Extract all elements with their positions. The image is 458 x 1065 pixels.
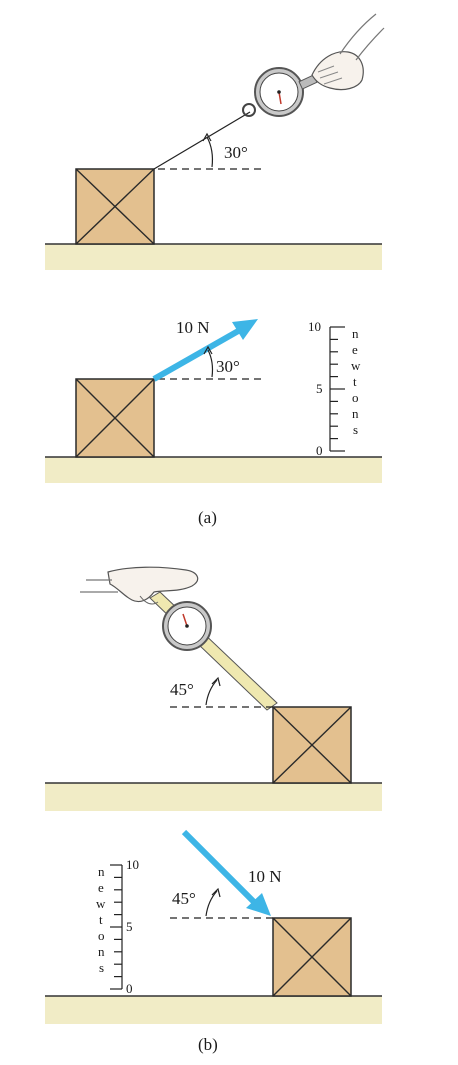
angle-arrow-b1	[211, 676, 221, 687]
force-vector-b	[181, 829, 258, 906]
hand-icon-b	[80, 566, 199, 605]
angle-arc-a1	[206, 136, 214, 168]
angle-arrow-b2	[211, 887, 221, 898]
spring-scale-icon-b	[162, 601, 212, 651]
force-arrowhead-a	[232, 319, 258, 340]
scale-b-letter: n	[98, 944, 105, 959]
scale-a-letter: w	[351, 358, 361, 373]
scale-a-letter: n	[352, 406, 359, 421]
crate-a2	[75, 378, 155, 458]
ground-b1	[45, 783, 382, 811]
scale-b-letter: t	[99, 912, 103, 927]
ground-b2	[45, 996, 382, 1024]
angle-label-a2: 30°	[216, 357, 240, 376]
scale-a-letter: t	[353, 374, 357, 389]
scale-a-label-0: 0	[316, 443, 323, 458]
scale-b-letter: n	[98, 864, 105, 879]
ground-a2	[45, 457, 382, 483]
panel-b-setup: 45°	[45, 566, 382, 811]
pull-string-a	[153, 111, 251, 170]
caption-a: (a)	[198, 508, 217, 527]
angle-arrow-a2	[203, 345, 213, 355]
scale-b-letter: o	[98, 928, 105, 943]
force-label-a: 10 N	[176, 318, 210, 337]
force-label-b: 10 N	[248, 867, 282, 886]
scale-a-letter: n	[352, 326, 359, 341]
angle-label-a1: 30°	[224, 143, 248, 162]
panel-a-setup: 30°	[45, 13, 385, 270]
caption-b: (b)	[198, 1035, 218, 1054]
spring-scale-icon-a	[242, 67, 318, 117]
angle-arc-a2	[207, 349, 214, 378]
scale-b-label-10: 10	[126, 857, 139, 872]
scale-b-letter: w	[96, 896, 106, 911]
scale-b-letter: s	[99, 960, 104, 975]
scale-a-letter: o	[352, 390, 359, 405]
scale-a-letter: e	[352, 342, 358, 357]
angle-label-b2: 45°	[172, 889, 196, 908]
angle-arc-b1	[205, 679, 218, 706]
crate-b1	[272, 706, 352, 784]
angle-arc-b2	[205, 890, 218, 917]
hand-icon-a	[311, 13, 385, 91]
scale-b-label-5: 5	[126, 919, 133, 934]
ground-a1	[45, 244, 382, 270]
scale-b-label-0: 0	[126, 981, 133, 996]
force-vector-a	[152, 327, 242, 382]
scale-a-letter: s	[353, 422, 358, 437]
crate-b2	[272, 917, 352, 997]
crate-a1	[75, 168, 155, 245]
panel-a-vector: 10 N 30° 10 5 0 n e w t o n s	[45, 318, 382, 483]
panel-b-vector: 10 N 45° 10 5 0 n e w t o n s	[45, 829, 382, 1024]
force-arrowhead-b	[246, 893, 271, 916]
scale-b-letter: e	[98, 880, 104, 895]
angle-arrow-a1	[202, 132, 212, 142]
newton-scale-b: 10 5 0 n e w t o n s	[96, 857, 139, 996]
newton-scale-a: 10 5 0 n e w t o n s	[308, 319, 361, 458]
angle-label-b1: 45°	[170, 680, 194, 699]
scale-a-label-5: 5	[316, 381, 323, 396]
scale-a-label-10: 10	[308, 319, 321, 334]
